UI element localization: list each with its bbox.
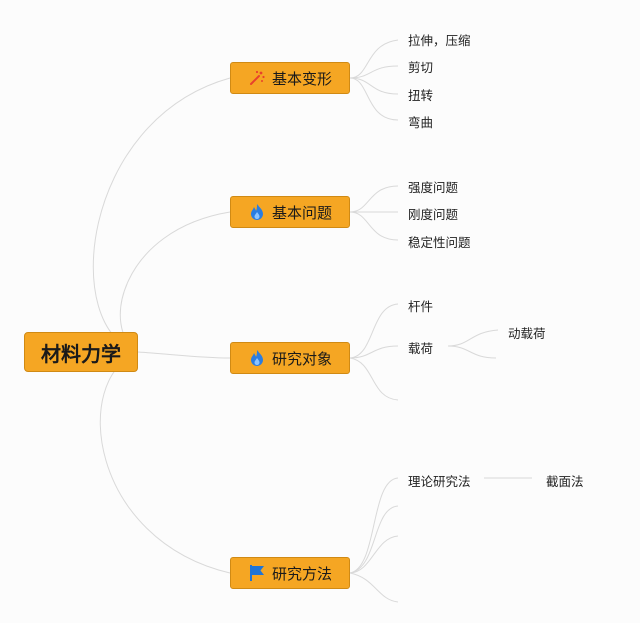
- connector-t3-sub1: [447, 329, 499, 347]
- topic-node-basic-problems[interactable]: 基本问题: [230, 196, 350, 228]
- root-node[interactable]: 材料力学: [24, 332, 138, 372]
- leaf-section-method[interactable]: 截面法: [546, 474, 584, 489]
- connector-root-topic3: [137, 351, 231, 359]
- leaf-strength-problem[interactable]: 强度问题: [408, 180, 459, 195]
- leaf-dynamic-load[interactable]: 动载荷: [508, 326, 546, 341]
- topic-label: 基本问题: [271, 203, 332, 222]
- topic-node-research-objects[interactable]: 研究对象: [230, 342, 350, 374]
- connector-t3-leaf1: [349, 303, 399, 359]
- connector-t4-leaf2: [349, 505, 399, 574]
- connector-t2-leaf1: [349, 185, 399, 213]
- topic-label: 研究方法: [271, 564, 332, 583]
- leaf-theoretical-method[interactable]: 理论研究法: [408, 474, 471, 489]
- connector-root-topic2: [119, 211, 231, 353]
- root-label: 材料力学: [41, 341, 121, 366]
- connector-t4-leaf1: [349, 477, 399, 574]
- connector-t4-leaf3: [349, 535, 399, 574]
- connector-t1-leaf2: [349, 65, 399, 79]
- topic-node-basic-deformation[interactable]: 基本变形: [230, 62, 350, 94]
- connector-t4-leaf4: [349, 572, 399, 603]
- flame-icon: [248, 349, 266, 367]
- topic-label: 研究对象: [271, 349, 332, 368]
- connector-t1-leaf4: [349, 77, 399, 121]
- connector-t1-leaf1: [349, 39, 399, 79]
- flame-icon: [248, 203, 266, 221]
- connector-t3-sub2: [447, 345, 497, 359]
- leaf-load[interactable]: 载荷: [408, 341, 434, 356]
- leaf-stability-problem[interactable]: 稳定性问题: [408, 235, 471, 250]
- leaf-shear[interactable]: 剪切: [408, 60, 434, 75]
- connector-root-topic4: [99, 351, 231, 574]
- flag-icon: [248, 564, 266, 582]
- connector-t3-leaf3: [349, 357, 399, 401]
- leaf-bending[interactable]: 弯曲: [408, 115, 434, 130]
- leaf-member[interactable]: 杆件: [408, 299, 434, 314]
- connector-t1-leaf3: [349, 77, 399, 95]
- connector-t3-leaf2: [349, 345, 399, 359]
- leaf-tension-compression[interactable]: 拉伸，压缩: [408, 33, 471, 48]
- leaf-stiffness-problem[interactable]: 刚度问题: [408, 207, 459, 222]
- topic-node-research-methods[interactable]: 研究方法: [230, 557, 350, 589]
- topic-label: 基本变形: [271, 69, 332, 88]
- connector-t2-leaf3: [349, 211, 399, 241]
- leaf-torsion[interactable]: 扭转: [408, 88, 434, 103]
- connector-root-topic1: [92, 77, 231, 353]
- sparkle-wand-icon: [248, 69, 266, 87]
